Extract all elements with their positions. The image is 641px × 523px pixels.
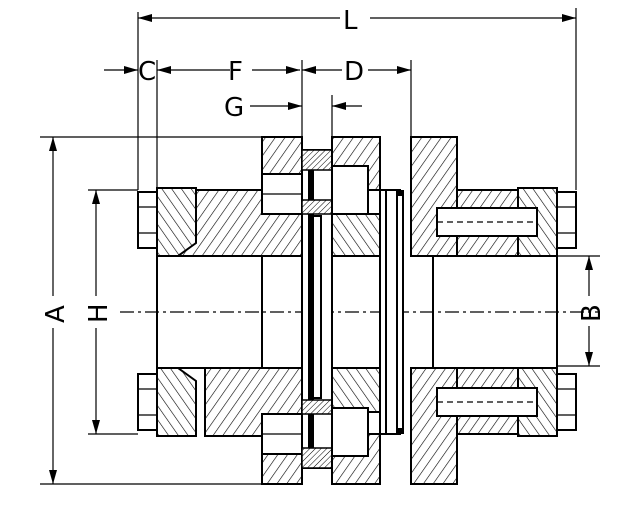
dimension-h: H — [83, 189, 138, 435]
dimension-label-f: F — [228, 57, 243, 87]
dimension-label-a: A — [41, 305, 71, 323]
left-clamp-ring — [261, 136, 303, 485]
right-hub — [410, 136, 577, 485]
dimension-b: B — [556, 255, 607, 367]
disc-pack-right — [396, 190, 404, 434]
dimension-label-g: G — [224, 93, 244, 123]
dimension-label-c: C — [138, 57, 156, 87]
dimension-label-l: L — [343, 6, 358, 36]
dimension-label-b: B — [577, 304, 607, 322]
spacer — [331, 136, 401, 485]
dimension-c: C — [104, 57, 230, 190]
left-hub — [137, 187, 303, 437]
dimension-f: F — [228, 57, 300, 87]
dimension-l: L — [137, 4, 577, 190]
disc-pack-left — [301, 149, 333, 469]
dimension-a: A — [40, 136, 302, 485]
dimension-label-h: H — [84, 303, 114, 323]
dimension-g: G — [224, 93, 362, 145]
dimension-label-d: D — [344, 57, 364, 87]
